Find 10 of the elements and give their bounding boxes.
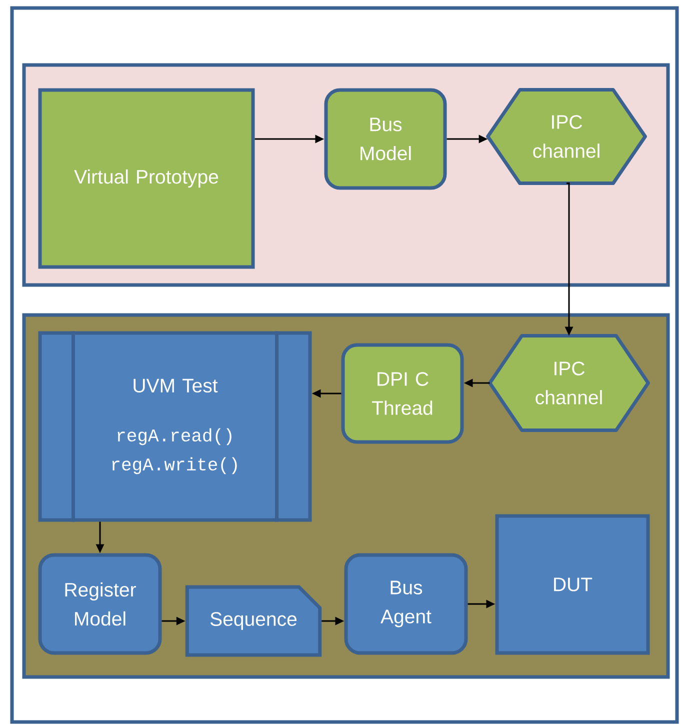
- process-box: DUT: [495, 514, 650, 655]
- chamfered-box: Sequence: [185, 585, 322, 657]
- rounded-box: Bus Model: [324, 88, 447, 190]
- rounded-box: Bus Agent: [344, 553, 468, 655]
- rounded-box: DPI C Thread: [341, 343, 464, 444]
- process-box: Virtual Prototype: [38, 88, 255, 269]
- hexagon: IPC channel: [488, 334, 650, 432]
- predefined-process-box: UVM Test regA.read() regA.write(): [38, 331, 312, 522]
- rounded-box: Register Model: [38, 553, 162, 655]
- hexagon: IPC channel: [486, 88, 647, 185]
